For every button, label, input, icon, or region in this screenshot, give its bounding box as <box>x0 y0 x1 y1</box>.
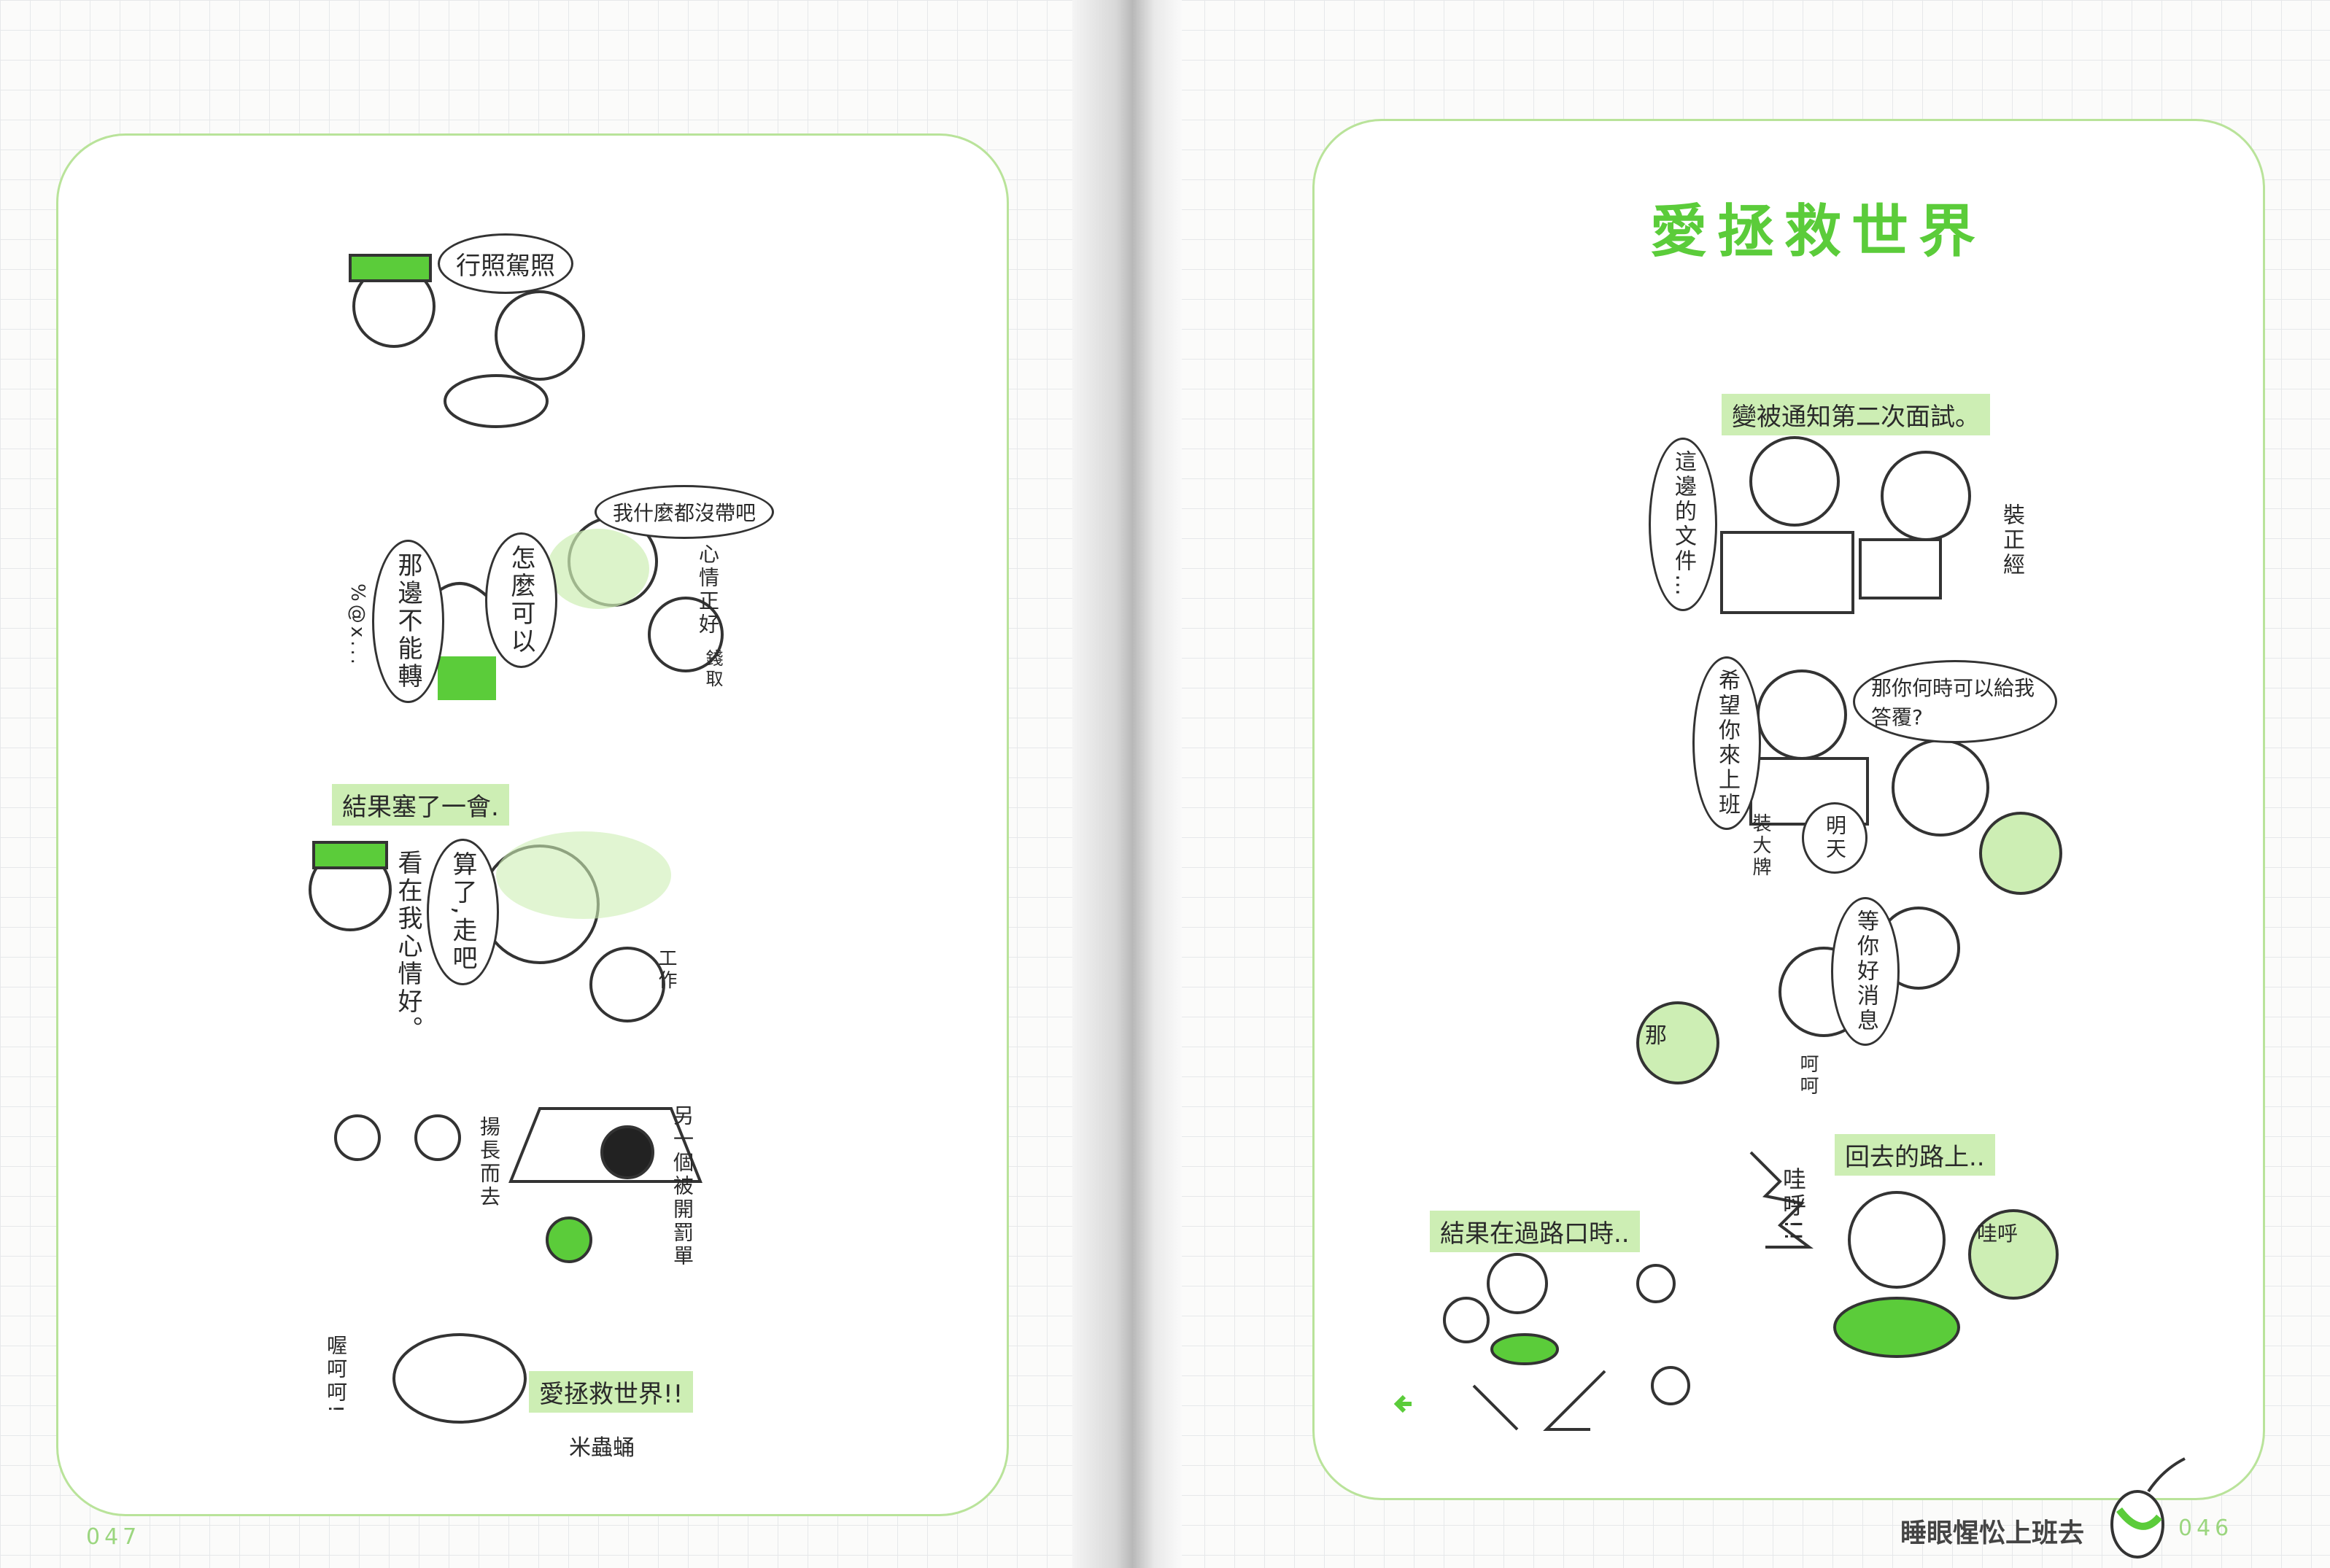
speech-bubble: 希望你來上班 <box>1692 656 1761 830</box>
book-title-footer: 睡眼惺忪上班去 <box>1900 1518 2085 1548</box>
speech-text: 錢取 <box>703 649 723 690</box>
caption: 愛拯救世界!! <box>529 1371 694 1413</box>
happy-character <box>392 1333 527 1424</box>
speech-bubble: 等你好消息 <box>1831 897 1900 1046</box>
speech-bubble: 我什麼都沒帶吧 <box>595 485 775 539</box>
speech-text: 工作 <box>655 948 677 992</box>
interviewer <box>1749 436 1840 527</box>
speech-bubble: 那邊不能轉 <box>372 540 444 703</box>
speech-text: 揚長而去 <box>477 1116 501 1209</box>
speech-text: 呵呵 <box>1797 1054 1819 1098</box>
speech-text: 米蟲蛹 <box>569 1435 635 1461</box>
speech-text: %@x... <box>347 583 368 667</box>
speech-bubble: 這邊的文件… <box>1649 438 1717 611</box>
caption: 變被通知第二次面試。 <box>1722 394 1990 435</box>
speech-text: 心情正好 <box>696 543 720 637</box>
speech-text: 裝大牌 <box>1749 813 1771 879</box>
speech-text: 哇呼 <box>1977 1222 2019 1246</box>
speech-bubble: 行照駕照 <box>438 233 573 294</box>
speech-bubble: 算了,走吧 <box>427 839 499 985</box>
caption: 回去的路上.. <box>1835 1134 1995 1176</box>
speech-bubble: 那你何時可以給我答覆? <box>1853 660 2057 743</box>
speech-text: 那 <box>1645 1023 1667 1049</box>
right-page-frame <box>1312 119 2265 1500</box>
helmet-figure <box>495 290 585 381</box>
caption: 結果塞了一會. <box>332 784 509 826</box>
book-gutter <box>1072 0 1182 1568</box>
speech-text: 哇呼!! <box>1779 1167 1807 1244</box>
left-page-frame <box>56 133 1009 1516</box>
speech-text: 另一個被開罰單 <box>670 1105 694 1268</box>
speech-text: 裝正經 <box>1999 503 2024 578</box>
speech-text: 喔呵呵! <box>324 1335 348 1416</box>
car <box>508 1107 703 1183</box>
speech-bubble: 明天 <box>1802 802 1868 874</box>
applicant <box>1881 451 1971 541</box>
page-number-right: 046 <box>2178 1515 2234 1541</box>
page-title: 愛拯救世界 <box>1650 199 1986 265</box>
speech-bubble: 怎麼可以 <box>485 532 557 668</box>
page-number-left: 047 <box>86 1524 142 1550</box>
speech-text: 看在我心情好。 <box>393 850 422 1044</box>
caption: 結果在過路口時.. <box>1430 1211 1640 1252</box>
